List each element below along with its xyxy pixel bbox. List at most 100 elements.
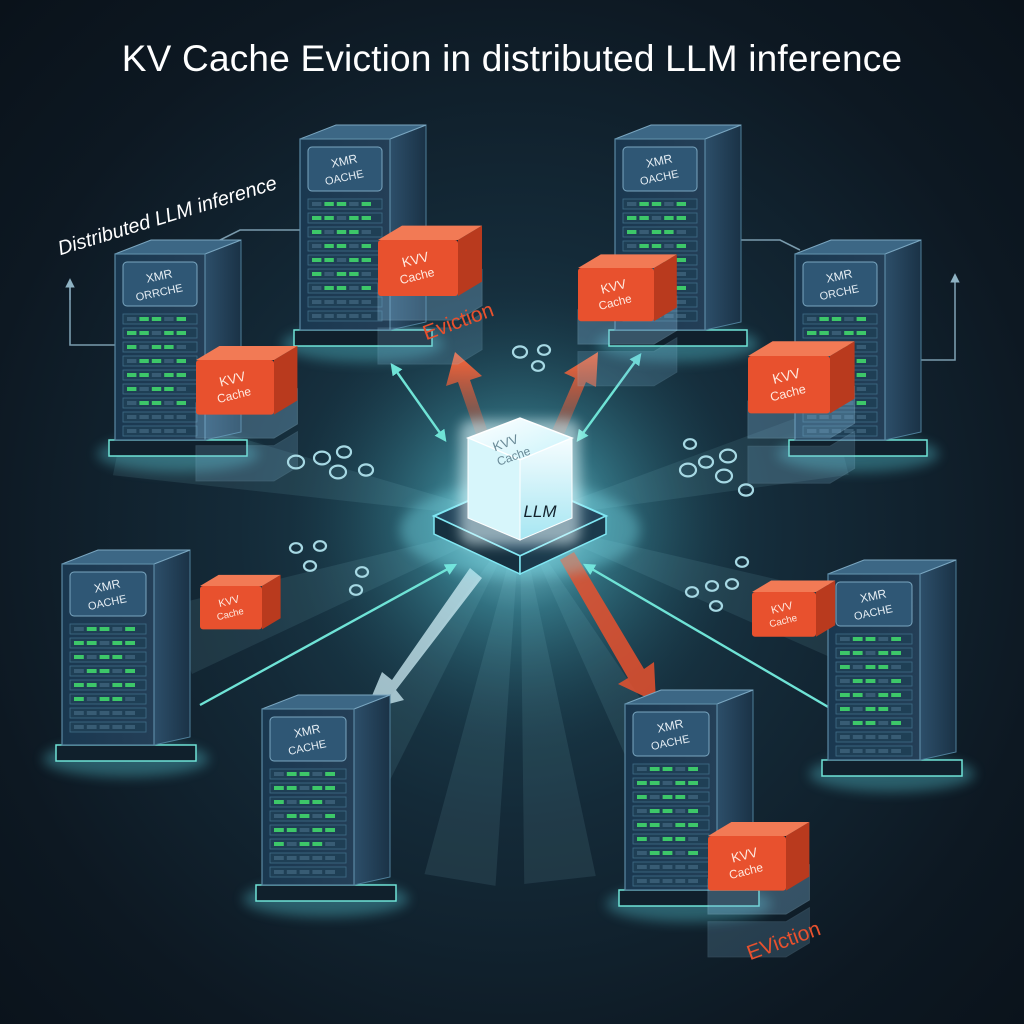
rack-led — [74, 697, 84, 701]
rack-led — [856, 331, 866, 335]
rack-led — [878, 707, 889, 711]
rack-led — [274, 814, 284, 818]
rack-led — [74, 641, 84, 645]
eviction-arrow-top-left — [446, 352, 490, 440]
server-side — [153, 549, 191, 746]
kv-cube-side — [816, 580, 836, 637]
rack-led — [151, 317, 162, 321]
kv-cube-front — [578, 268, 654, 322]
kv-cube-label-line1: KVV — [771, 364, 803, 386]
rack-led — [852, 651, 863, 655]
rack-led — [649, 837, 660, 841]
rack-led — [675, 823, 686, 827]
rack-led — [127, 345, 137, 349]
rack-led — [649, 851, 660, 855]
rack-led — [125, 711, 135, 715]
rack-led — [807, 317, 817, 321]
rack-led — [164, 401, 174, 405]
rack-led — [312, 300, 322, 304]
server-label-line1: XMR — [859, 586, 888, 605]
kv-cache-layer — [747, 430, 856, 484]
rack-led — [286, 814, 297, 818]
rack-led — [274, 772, 284, 776]
rack-led — [831, 317, 842, 321]
rack-led — [139, 359, 149, 363]
rack-led — [125, 725, 135, 729]
server-plinth — [821, 759, 963, 777]
rack-led — [349, 202, 359, 206]
rack-led — [274, 800, 284, 804]
kv-cube-label-line1: KVV — [770, 600, 795, 617]
rack-led — [662, 865, 673, 869]
rack-led — [112, 669, 123, 673]
link-lower-left — [199, 563, 458, 707]
rack-led — [312, 272, 322, 276]
rack-led — [139, 415, 149, 419]
kv-cube-front — [378, 240, 458, 296]
token-bubble — [511, 345, 529, 359]
token-bubble — [354, 566, 370, 578]
rack-led — [286, 800, 297, 804]
rack-led — [840, 735, 850, 739]
rack-led — [361, 286, 371, 290]
kv-cube-top — [578, 254, 677, 268]
rack-led — [807, 415, 817, 419]
rack-led — [361, 244, 371, 248]
rack-led — [299, 842, 310, 846]
rack-led — [164, 373, 174, 377]
rack-led — [125, 641, 135, 645]
rack-led — [676, 258, 686, 262]
rack-led — [151, 345, 162, 349]
rack-led — [361, 258, 371, 262]
rack-led — [324, 258, 334, 262]
rack-led — [637, 795, 647, 799]
page-title: KV Cache Eviction in distributed LLM inf… — [121, 38, 903, 79]
rack-led — [164, 359, 174, 363]
rack-led — [852, 679, 863, 683]
rack-led — [676, 230, 686, 234]
rack-led — [312, 828, 323, 832]
server-side — [704, 124, 742, 331]
rack-led — [688, 795, 698, 799]
server-side — [919, 559, 957, 761]
rack-led — [274, 828, 284, 832]
rack-led — [286, 870, 297, 874]
rack-led — [312, 772, 323, 776]
rack-led — [125, 627, 135, 631]
token-bubble — [734, 556, 750, 568]
rack-led — [891, 707, 901, 711]
rack-led — [649, 823, 660, 827]
rack-led — [112, 725, 123, 729]
rack-led — [840, 679, 850, 683]
rack-led — [840, 707, 850, 711]
rack-led — [662, 837, 673, 841]
kv-cube-label-line1: KVV — [400, 249, 430, 270]
kv-cube-label-line1: KVV — [599, 276, 628, 297]
rack-led — [852, 665, 863, 669]
kv-cache-layer — [707, 906, 810, 958]
rack-led — [336, 286, 347, 290]
kv-cache-layer — [195, 430, 298, 482]
rack-led — [312, 230, 322, 234]
rack-led — [176, 359, 186, 363]
rack-led — [688, 837, 698, 841]
token-bubble — [348, 584, 364, 596]
rack-led — [676, 286, 686, 290]
rack-led — [639, 244, 649, 248]
rack-led — [361, 202, 371, 206]
kv-cube-side — [786, 821, 810, 891]
rack-led — [856, 317, 866, 321]
rack-led — [840, 637, 850, 641]
rack-led — [176, 373, 186, 377]
right-up-arrow — [910, 273, 960, 361]
rack-led — [676, 314, 686, 318]
rack-led — [639, 230, 649, 234]
rack-led — [127, 415, 137, 419]
rack-led — [878, 749, 889, 753]
rack-led — [312, 842, 323, 846]
rack-led — [688, 809, 698, 813]
rack-led — [74, 669, 84, 673]
rack-led — [325, 800, 335, 804]
rack-led — [286, 772, 297, 776]
